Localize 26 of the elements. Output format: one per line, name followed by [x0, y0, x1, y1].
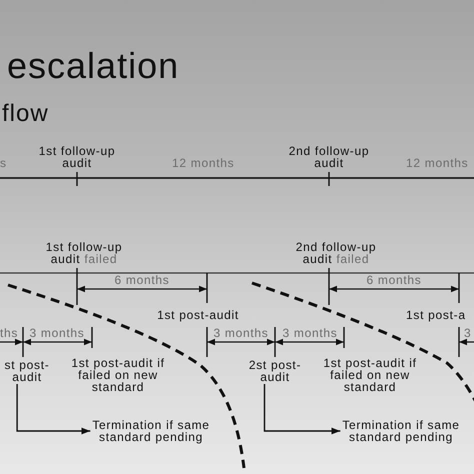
interval-label: 6 months: [366, 274, 422, 286]
subtitle: flow: [2, 102, 49, 126]
interval-label: 6 months: [114, 274, 170, 286]
interval-label: 3 months: [214, 327, 268, 339]
interval-label: 3 months: [30, 327, 84, 339]
diagram-title: escalation: [7, 48, 180, 84]
interval-label: ths: [0, 327, 18, 339]
milestone-label: st post- audit: [4, 359, 50, 383]
interval-label: 3 months: [282, 327, 338, 339]
elbow-arrow: [16, 384, 90, 434]
interval-label: 12 months: [406, 157, 468, 169]
milestone-label: 1st post-audit if failed on new standard: [71, 357, 165, 393]
milestone-label: 2nd follow-up audit failed: [296, 241, 376, 265]
milestone-label: 1st follow-up audit: [38, 145, 116, 169]
milestone-label: 1st post-audit: [157, 309, 239, 321]
milestone-label: 2st post- audit: [248, 359, 302, 383]
interval-label: 3: [464, 327, 472, 339]
elbow-arrow: [264, 384, 340, 434]
milestone-label: 1st follow-up audit failed: [46, 241, 122, 265]
outcome-label: Termination if same standard pending: [342, 419, 460, 443]
milestone-label: 1st post-audit if failed on new standard: [323, 357, 417, 393]
milestone-label: 1st post-a: [406, 309, 466, 321]
outcome-label: Termination if same standard pending: [92, 419, 210, 443]
milestone-label: 2nd follow-up audit: [288, 145, 370, 169]
interval-label: 12 months: [172, 157, 234, 169]
interval-label: s: [0, 157, 7, 169]
